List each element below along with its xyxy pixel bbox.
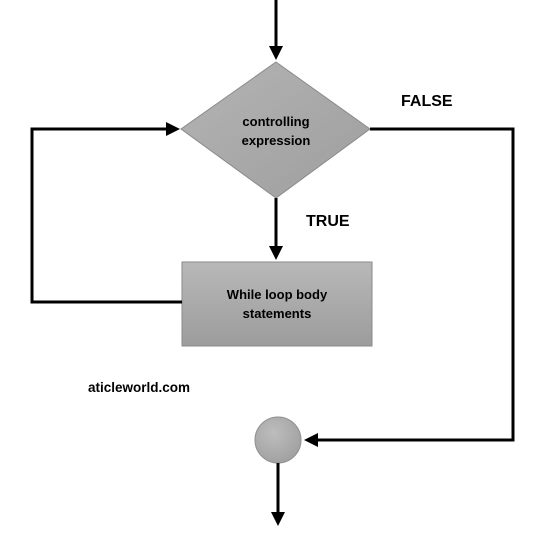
- decision-text-line2: expression: [242, 133, 311, 148]
- entry-arrowhead: [269, 46, 283, 60]
- false-arrowhead: [304, 433, 318, 447]
- true-arrowhead: [269, 246, 283, 260]
- process-text-line2: statements: [243, 306, 312, 321]
- watermark-text: aticleworld.com: [88, 380, 190, 395]
- exit-connector-circle: [254, 416, 302, 464]
- loop-back-arrowhead: [166, 122, 180, 136]
- false-connector: [316, 127, 515, 442]
- false-label: FALSE: [401, 93, 453, 110]
- process-box: [181, 261, 373, 347]
- process-text-line1: While loop body: [227, 287, 328, 302]
- loop-back-connector: [30, 127, 182, 304]
- true-label: TRUE: [306, 213, 350, 230]
- decision-diamond: [180, 61, 371, 199]
- decision-text-line1: controlling: [242, 114, 309, 129]
- exit-arrowhead: [271, 512, 285, 526]
